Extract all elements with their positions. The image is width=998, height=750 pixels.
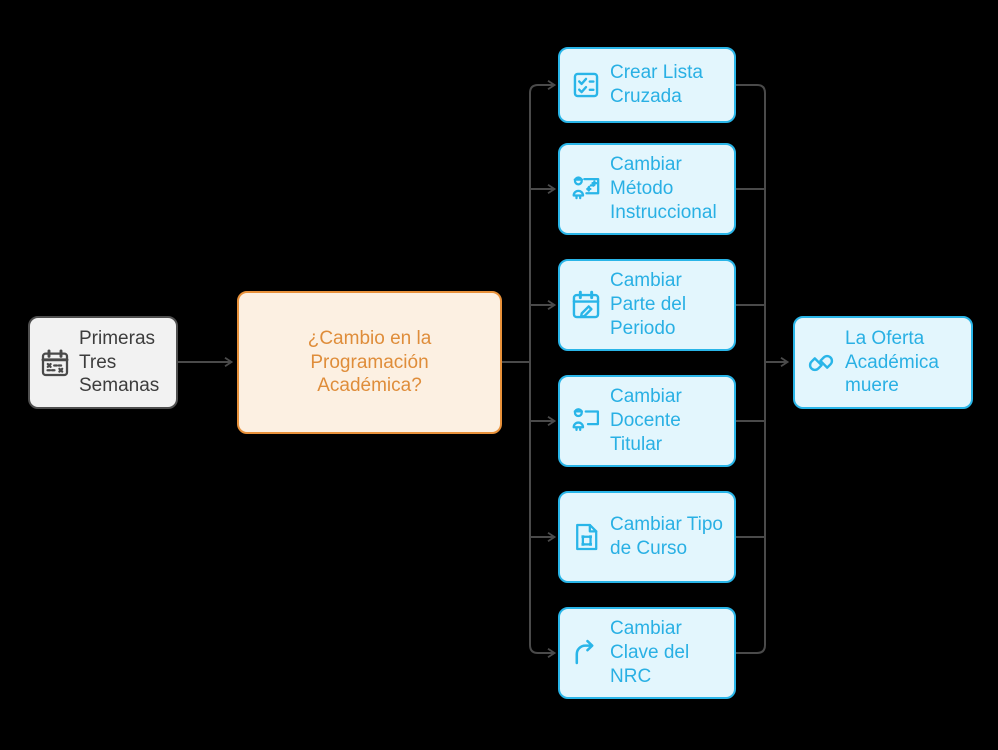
node-label: Cambiar Tipo de Curso	[610, 514, 723, 559]
node-label: Cambiar Método Instruccional	[610, 154, 717, 223]
node-label: Cambiar Clave del NRC	[610, 618, 690, 687]
checklist-icon	[569, 68, 603, 102]
node-label: La Oferta Académica muere	[845, 327, 939, 397]
node-cambio-programacion: ¿Cambio en la Programación Académica?	[237, 291, 502, 434]
calendar-x-icon	[39, 347, 71, 379]
node-cambiar-docente-titular: Cambiar Docente Titular	[558, 375, 736, 467]
broken-pill-icon	[804, 346, 838, 380]
calendar-edit-icon	[569, 288, 603, 322]
node-label: Cambiar Docente Titular	[610, 386, 682, 455]
node-cambiar-tipo-curso: Cambiar Tipo de Curso	[558, 491, 736, 583]
node-label: Cambiar Parte del Periodo	[610, 270, 687, 339]
node-cambiar-clave-nrc: Cambiar Clave del NRC	[558, 607, 736, 699]
node-primeras-tres-semanas: Primeras Tres Semanas	[28, 316, 178, 409]
node-crear-lista-cruzada: Crear Lista Cruzada	[558, 47, 736, 123]
course-file-icon	[569, 520, 603, 554]
node-label: Primeras Tres Semanas	[79, 327, 160, 397]
node-oferta-academica-muere: La Oferta Académica muere	[793, 316, 973, 409]
instructor-board-icon	[569, 172, 603, 206]
person-board-icon	[569, 404, 603, 438]
node-cambiar-parte-periodo: Cambiar Parte del Periodo	[558, 259, 736, 351]
node-cambiar-metodo-instruccional: Cambiar Método Instruccional	[558, 143, 736, 235]
redo-arrow-icon	[569, 636, 603, 670]
node-label: ¿Cambio en la Programación Académica?	[307, 327, 432, 397]
node-label: Crear Lista Cruzada	[610, 62, 703, 107]
